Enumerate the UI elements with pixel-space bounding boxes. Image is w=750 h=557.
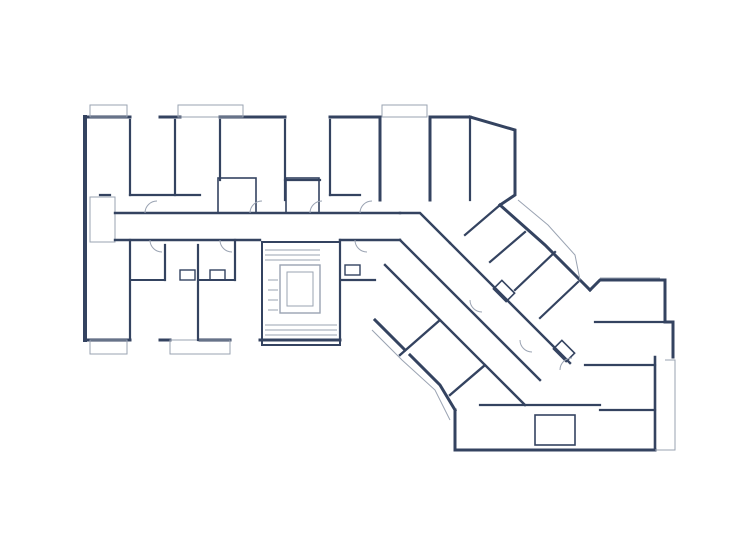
- balcony-top-3: [381, 104, 428, 118]
- balcony-top-2: [177, 104, 244, 118]
- balcony-bottom-2: [169, 339, 231, 355]
- bathroom-2: [285, 177, 320, 214]
- balcony-top-1: [89, 104, 128, 118]
- stair-flight: [265, 249, 337, 336]
- storage: [89, 196, 116, 243]
- bathroom-1: [217, 177, 257, 214]
- left-wing-outer-walls: [83, 115, 432, 342]
- elevator-cab: [286, 271, 314, 307]
- duct-2: [552, 339, 576, 363]
- cabinet-3: [344, 264, 361, 276]
- cabinet-1: [179, 269, 196, 281]
- diagonal-wing: [371, 115, 593, 421]
- upper-rooms: [89, 118, 362, 243]
- left-wing: [83, 104, 452, 355]
- bathroom-3: [534, 414, 576, 446]
- stairwell: [261, 241, 341, 346]
- lower-rooms: [128, 238, 377, 342]
- balcony-bottom-1: [89, 339, 128, 355]
- balcony: [89, 104, 428, 355]
- elevator-shaft: [279, 264, 321, 314]
- right-wing: [453, 277, 676, 452]
- door-swing: [144, 200, 573, 371]
- cabinet-2: [209, 269, 226, 281]
- duct-1: [492, 279, 516, 303]
